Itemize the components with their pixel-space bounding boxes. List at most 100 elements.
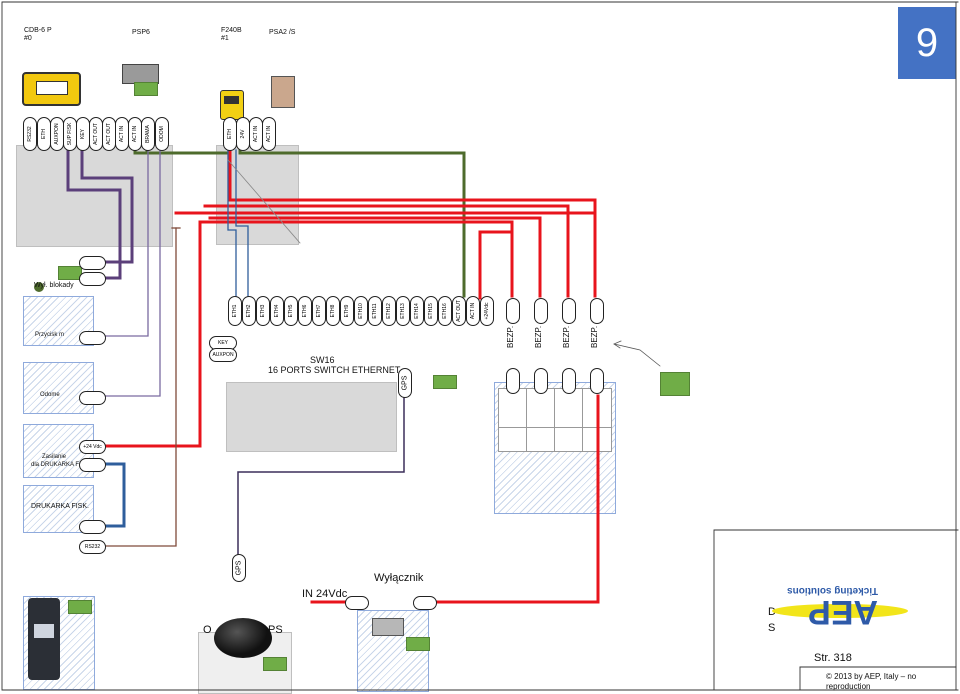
f240-port: ETH (223, 117, 237, 151)
purple-wire-1 (66, 148, 122, 280)
gps-antenna-icon (214, 618, 272, 658)
zasilanie-label2: dla DRUKARKA FISK. (31, 462, 91, 468)
rs232-pill: RS232 (79, 540, 106, 554)
bezp-label: BEZP. (562, 325, 571, 348)
blue-wire-printer (103, 462, 126, 528)
switch-port: ETH13 (396, 296, 410, 326)
bezp-pill-top (562, 298, 576, 324)
switch-port: ETH2 (242, 296, 256, 326)
bezp-label: BEZP. (534, 325, 543, 348)
switch-port: ETH11 (368, 296, 382, 326)
switch-body (226, 382, 397, 452)
cdb-port: ACT OUT (89, 117, 103, 151)
aep-logo-tagline: Ticketing solutions (787, 585, 878, 596)
cdb-body (16, 145, 173, 247)
switch-port: ETH6 (298, 296, 312, 326)
cdb-title: CDB-6 P#0 (24, 27, 52, 42)
blokady-pill (79, 256, 106, 270)
red-wire-4 (198, 220, 514, 298)
switch-device-led (406, 637, 430, 651)
purple-wire-przycisk (104, 149, 149, 337)
page-ref: Str. 318 (814, 652, 852, 664)
switch-status-led (433, 375, 457, 389)
switch-device-image (372, 618, 404, 636)
bezp-pill-top (590, 298, 604, 324)
switch-title: SW16 (310, 355, 335, 365)
switch-port: ETH5 (284, 296, 298, 326)
odometer-box (23, 362, 94, 414)
zasilanie-pill (79, 458, 106, 472)
switch-port: ETH10 (354, 296, 368, 326)
bezp-pill-bottom (562, 368, 576, 394)
switch-subtitle: 16 PORTS SWITCH ETHERNET (268, 365, 401, 375)
psp-status-led (134, 82, 158, 96)
psp-title: PSP6 (132, 29, 150, 36)
switch-port: ETH9 (340, 296, 354, 326)
cdb-device-image (22, 72, 81, 106)
przycisk-pill (79, 331, 106, 345)
cdb-port: BRAMA (141, 117, 155, 151)
cdb-port: ACT IN (128, 117, 142, 151)
gps-pill-bottom: GPS (232, 554, 246, 582)
cdb-port: ODOM (155, 117, 169, 151)
title-block-frame (713, 1, 959, 691)
auxpon-pill: AUXPON (209, 348, 237, 362)
cdb-port: ACT IN (115, 117, 129, 151)
switch-port: ETH15 (424, 296, 438, 326)
cdb-port: AUXPON (50, 117, 64, 151)
switch-port: +24Vdc (480, 296, 494, 326)
blue-wire-eth (227, 149, 237, 297)
f240-port: ACT IN (262, 117, 276, 151)
switch-port: ETH4 (270, 296, 284, 326)
bezp-pill-bottom (534, 368, 548, 394)
purple-wire-2 (80, 148, 134, 264)
f240-port: ACT IN (249, 117, 263, 151)
switch-port: ACT IN (466, 296, 480, 326)
f240b-device-image (220, 90, 244, 120)
page-number-box: 9 (898, 7, 956, 79)
bezp-status-led (660, 372, 690, 396)
switch-port: ETH3 (256, 296, 270, 326)
brown-wire (104, 227, 177, 547)
f240b-title: F240B#1 (221, 27, 242, 42)
validator-device-image (28, 598, 60, 680)
bezp-pill-top (534, 298, 548, 324)
drukarka-label: DRUKARKA FISK. (31, 503, 89, 510)
cdb-port: SUP FISK (63, 117, 77, 151)
red-wire-5 (478, 230, 514, 300)
bezp-label: BEZP. (506, 325, 515, 348)
psa-device-image (271, 76, 295, 108)
red-wire-6 (228, 148, 597, 214)
switch-port: ETH7 (312, 296, 326, 326)
switch-out-pill (413, 596, 437, 610)
switch-port: ETH8 (326, 296, 340, 326)
blokady-pill (79, 272, 106, 286)
red-wire-3 (208, 216, 542, 298)
green-wire-short (133, 148, 152, 155)
switch-port: ETH14 (410, 296, 424, 326)
cdb-port: ACT OUT (102, 117, 116, 151)
bezp-pill-top (506, 298, 520, 324)
copyright: © 2013 by AEP, Italy – no reproduction (826, 672, 917, 691)
bezp-pill-bottom (590, 368, 604, 394)
in24-label: IN 24Vdc (302, 588, 348, 600)
arrow-line (613, 343, 661, 367)
gps-wire (237, 395, 405, 557)
f240-port: 24V (236, 117, 250, 151)
aep-logo-text: AEP (808, 593, 878, 631)
title-s: S (768, 622, 776, 634)
switch-port: ETH1 (228, 296, 242, 326)
gps-text-ps: PS (268, 624, 283, 636)
switch-port: ETH12 (382, 296, 396, 326)
validator-led (68, 600, 92, 614)
red-wire-2 (203, 204, 570, 298)
odometer-pill (79, 391, 106, 405)
bezp-label: BEZP. (590, 325, 599, 348)
aep-logo: AEP Ticketing solutions (772, 585, 908, 638)
purple-wire-odometer (104, 149, 161, 397)
red-wire-24v (103, 220, 202, 448)
wylacznik-label: Wyłącznik (374, 572, 424, 584)
cdb-port: RS232 (23, 117, 37, 151)
